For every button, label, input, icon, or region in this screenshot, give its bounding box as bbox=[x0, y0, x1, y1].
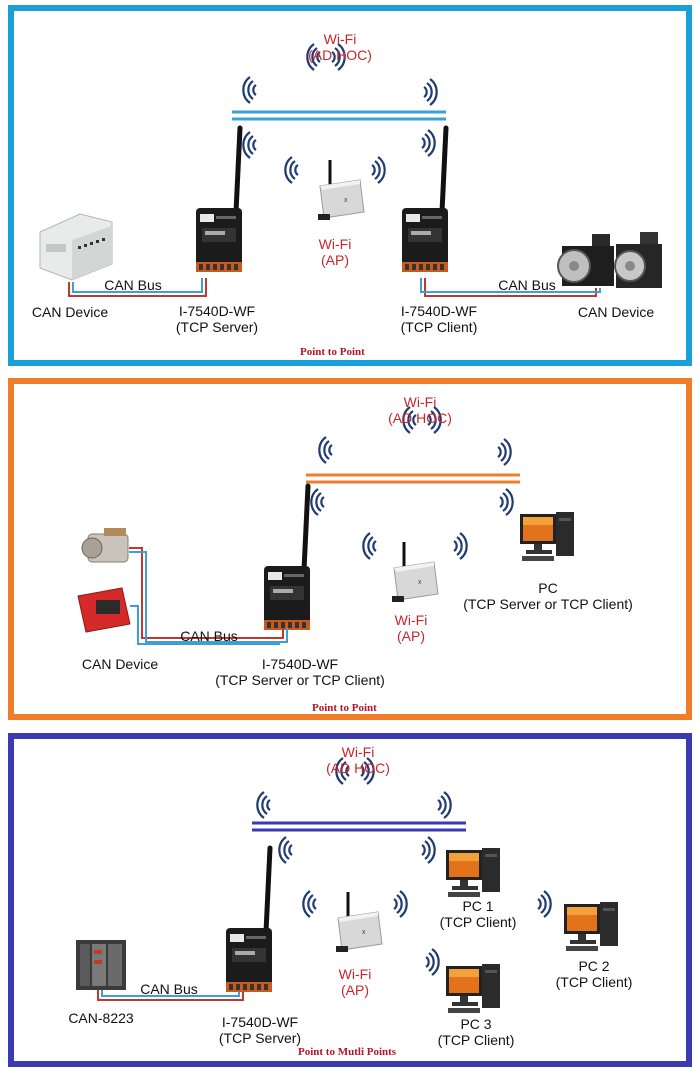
panel3-graphics bbox=[76, 758, 618, 1013]
wifi-signal-icon bbox=[242, 130, 258, 160]
pc2-label: PC 2(TCP Client) bbox=[555, 958, 633, 990]
panel-point-to-multi-points bbox=[8, 733, 692, 1067]
wifi-signal-icon bbox=[242, 75, 258, 105]
pc3-label: PC 3(TCP Client) bbox=[437, 1016, 515, 1048]
i7540d-module-icon bbox=[226, 848, 272, 992]
can-device-icon bbox=[77, 528, 131, 633]
wifi-signal-icon bbox=[420, 835, 436, 865]
pc-icon bbox=[446, 848, 500, 897]
module-label: I-7540D-WF(TCP Server or TCP Client) bbox=[215, 656, 385, 688]
can-8223-label: CAN-8223 bbox=[68, 1010, 134, 1026]
wifi-signal-icon bbox=[310, 487, 326, 517]
pc1-label: PC 1(TCP Client) bbox=[439, 898, 517, 930]
wifi-ap-label: Wi-Fi(AP) bbox=[318, 236, 352, 268]
can-device-label: CAN Device bbox=[31, 304, 109, 320]
diagram-caption: Point to Mutli Points bbox=[298, 1046, 397, 1058]
wifi-signal-icon bbox=[498, 487, 514, 517]
access-point-icon bbox=[316, 158, 366, 222]
module-label: I-7540D-WF(TCP Client) bbox=[400, 303, 478, 335]
i7540d-module-icon bbox=[264, 486, 310, 630]
pc-label: PC(TCP Server or TCP Client) bbox=[463, 580, 633, 612]
wifi-signal-icon bbox=[284, 155, 300, 185]
i7540d-module-icon bbox=[402, 128, 448, 272]
can-device-label: CAN Device bbox=[577, 304, 655, 320]
wifi-signal-icon bbox=[420, 128, 436, 158]
diagram-caption: Point to Point bbox=[300, 346, 365, 358]
can-device-label: CAN Device bbox=[81, 656, 159, 672]
access-point-icon bbox=[390, 540, 440, 604]
panel1-graphics bbox=[39, 44, 662, 297]
wifi-adhoc-label: Wi-Fi(AD HOC) bbox=[308, 31, 372, 63]
wifi-signal-icon bbox=[452, 531, 468, 561]
wifi-signal-icon bbox=[278, 835, 294, 865]
module-label: I-7540D-WF(TCP Server) bbox=[175, 303, 259, 335]
diagram-caption: Point to Point bbox=[312, 702, 377, 714]
can-bus-label: CAN Bus bbox=[104, 277, 162, 293]
wifi-signal-icon bbox=[256, 790, 272, 820]
i7540d-module-icon bbox=[196, 128, 242, 272]
access-point-icon bbox=[334, 890, 384, 954]
pc-icon bbox=[520, 512, 574, 561]
can-bus-label: CAN Bus bbox=[498, 277, 556, 293]
can-bus-label: CAN Bus bbox=[140, 981, 198, 997]
wifi-signal-icon bbox=[536, 889, 552, 919]
wifi-signal-icon bbox=[496, 437, 512, 467]
wifi-signal-icon bbox=[436, 790, 452, 820]
wifi-adhoc-label: Wi-Fi(AD HOC) bbox=[326, 744, 390, 776]
wifi-signal-icon bbox=[302, 889, 318, 919]
wifi-signal-icon bbox=[422, 77, 438, 107]
can-8223-icon bbox=[76, 940, 126, 990]
servo-motor-icon bbox=[557, 232, 662, 288]
wifi-signal-icon bbox=[362, 531, 378, 561]
can-device-icon bbox=[39, 213, 113, 281]
wifi-signal-icon bbox=[318, 435, 334, 465]
pc-icon bbox=[564, 902, 618, 951]
wifi-ap-label: Wi-Fi(AP) bbox=[394, 612, 428, 644]
module-label: I-7540D-WF(TCP Server) bbox=[218, 1014, 302, 1046]
wifi-adhoc-label: Wi-Fi(AD HOC) bbox=[388, 394, 452, 426]
wifi-signal-icon bbox=[370, 155, 386, 185]
can-bus-label: CAN Bus bbox=[180, 628, 238, 644]
panel2-graphics bbox=[77, 407, 574, 645]
pc-icon bbox=[446, 964, 500, 1013]
wifi-signal-icon bbox=[392, 889, 408, 919]
wifi-signal-icon bbox=[424, 947, 440, 977]
wifi-ap-label: Wi-Fi(AP) bbox=[338, 966, 372, 998]
